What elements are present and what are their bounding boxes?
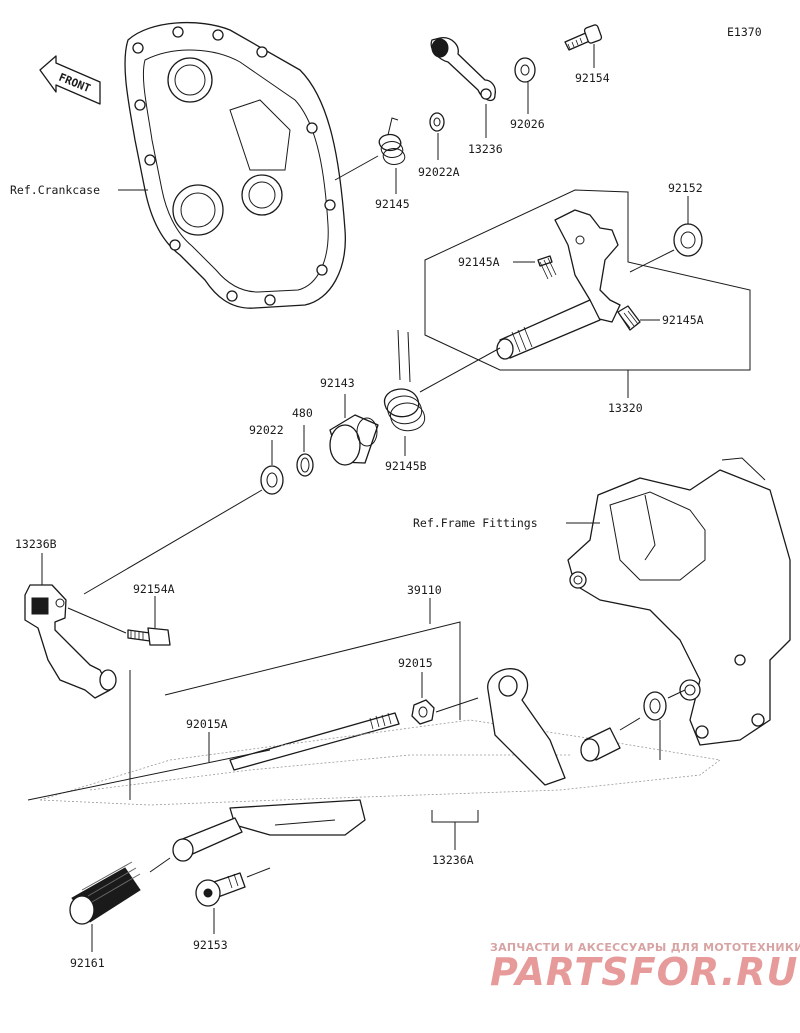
spring-92145A-lower [617, 305, 641, 331]
label-92015A: 92015A [186, 717, 228, 731]
shift-arm-13236B [24, 584, 117, 699]
label-92015: 92015 [398, 656, 433, 670]
nut-92015 [411, 699, 435, 725]
spring-92145 [378, 117, 406, 165]
centerline-a [27, 749, 271, 801]
washer-92022 [260, 465, 284, 495]
label-13236B: 13236B [15, 537, 57, 551]
label-480: 480 [292, 406, 313, 420]
bolt-92153 [195, 872, 246, 907]
oil-seal-92152 [673, 223, 703, 257]
shaft-line-92153 [246, 867, 271, 878]
label-13236: 13236 [468, 142, 503, 156]
diagram-code: E1370 [727, 25, 762, 39]
label-92145A-upper: 92145A [458, 255, 500, 269]
frame-fittings [567, 457, 791, 746]
spring-92145B [383, 329, 426, 432]
pedal-rubber-92161 [69, 861, 141, 925]
label-92154A: 92154A [133, 582, 175, 596]
ref-frame-label: Ref.Frame Fittings [413, 516, 538, 530]
watermark-tagline: ЗАПЧАСТИ И АКСЕССУАРЫ ДЛЯ МОТОТЕХНИКИ [490, 941, 800, 954]
circlip-480 [296, 453, 314, 477]
label-92145A-lower: 92145A [662, 313, 704, 327]
label-13320: 13320 [608, 401, 643, 415]
label-92161: 92161 [70, 956, 105, 970]
label-92145B: 92145B [385, 459, 427, 473]
watermark-logo: PARTSFOR.RU [490, 950, 798, 994]
bolt-92154A [127, 627, 171, 646]
washer-92022A [429, 112, 445, 132]
label-92152: 92152 [668, 181, 703, 195]
bushing-92143 [329, 414, 379, 466]
pedal-shadow [39, 719, 721, 806]
label-39110: 39110 [407, 583, 442, 597]
front-arrow-icon: FRONT [39, 55, 101, 105]
pedal-arm-13236A [229, 668, 566, 836]
label-92143: 92143 [320, 376, 355, 390]
ref-crankcase-label: Ref.Crankcase [10, 183, 100, 197]
shaft-line-lower [83, 489, 263, 595]
pedal-pin [172, 817, 243, 862]
assembly-frame-13320 [424, 189, 751, 371]
label-92145: 92145 [375, 197, 410, 211]
bracket-13236A [431, 810, 479, 823]
shaft-line-pin [149, 857, 171, 873]
label-92153: 92153 [193, 938, 228, 952]
label-13236A: 13236A [432, 853, 474, 867]
washer-92026 [514, 57, 536, 83]
tie-rod-92015A [229, 712, 400, 771]
label-92022: 92022 [249, 423, 284, 437]
assembly-frame-39110 [164, 621, 461, 720]
shaft-line-92145 [334, 155, 379, 181]
shaft-line-92015 [435, 697, 479, 713]
shaft-line-frame [667, 689, 686, 699]
washer-right [643, 691, 667, 721]
label-92022A: 92022A [418, 165, 460, 179]
collar [580, 727, 621, 762]
shaft-line-92152 [629, 249, 675, 273]
label-92154: 92154 [575, 71, 610, 85]
shift-lever-13236 [430, 37, 496, 102]
shift-shaft-13320 [496, 209, 621, 360]
shaft-line-92154A [67, 607, 127, 634]
crankcase-cover [124, 22, 346, 309]
bolt-92154 [564, 24, 603, 51]
shaft-line-upper [419, 347, 501, 393]
spring-92145A-upper [537, 255, 557, 280]
label-92026: 92026 [510, 117, 545, 131]
shaft-line-washer [619, 717, 641, 731]
